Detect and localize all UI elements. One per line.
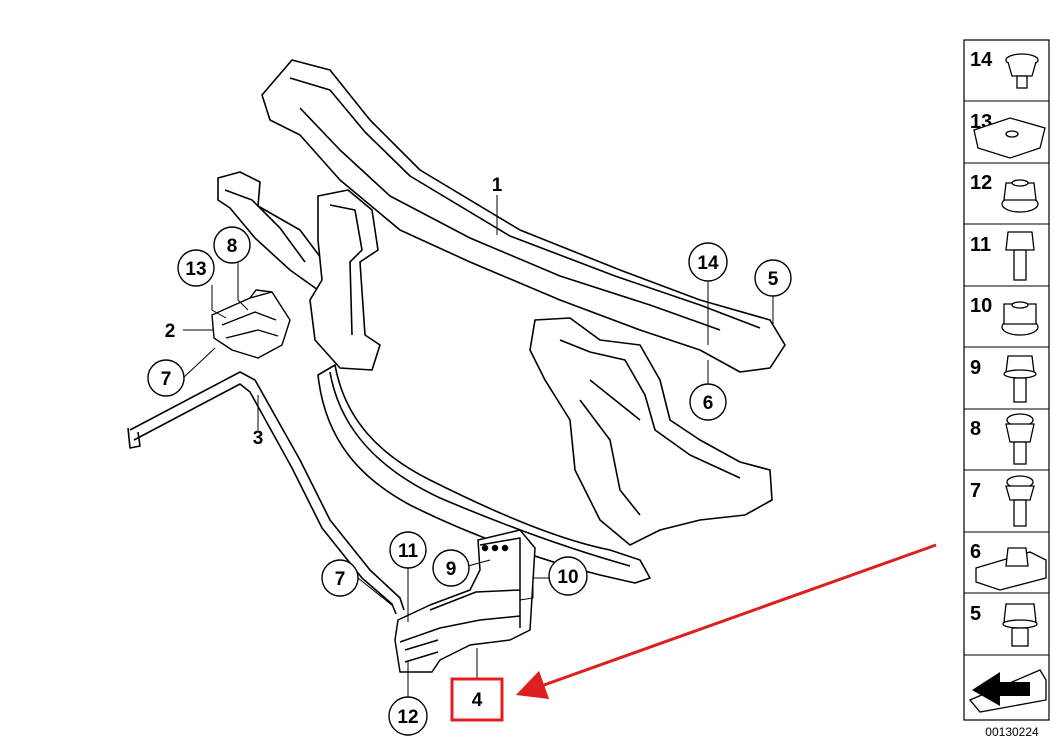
part-num-6: 6 <box>970 541 981 563</box>
svg-text:3: 3 <box>253 428 264 449</box>
svg-text:9: 9 <box>446 559 457 580</box>
callout-14: 14 <box>688 242 728 282</box>
u-nut-icon <box>975 547 1047 591</box>
callout-8: 8 <box>213 226 251 264</box>
part-num-12: 12 <box>970 172 992 194</box>
collar-bolt-icon <box>1002 603 1038 647</box>
torx-bolt-icon <box>1005 413 1035 465</box>
hex-bolt-icon <box>1005 231 1035 281</box>
part-2-bracket <box>211 289 291 359</box>
callout-leader-lines <box>182 195 774 698</box>
svg-text:13: 13 <box>185 259 206 280</box>
svg-text:6: 6 <box>703 393 714 414</box>
callout-2: 2 <box>165 321 176 342</box>
part-num-11: 11 <box>970 234 991 256</box>
callout-6: 6 <box>689 383 727 421</box>
svg-text:11: 11 <box>398 541 419 562</box>
part-num-5: 5 <box>970 603 981 625</box>
part-num-9: 9 <box>970 357 981 379</box>
clip-nut-icon <box>973 117 1046 159</box>
part-num-10: 10 <box>970 295 992 317</box>
part-num-7: 7 <box>970 480 981 502</box>
callout-7-left: 7 <box>147 359 185 397</box>
svg-text:12: 12 <box>397 707 418 728</box>
svg-text:7: 7 <box>161 369 172 390</box>
part-num-8: 8 <box>970 418 981 440</box>
svg-text:5: 5 <box>768 269 779 290</box>
svg-text:4: 4 <box>472 690 483 711</box>
callout-10: 10 <box>548 556 588 596</box>
callout-11: 11 <box>389 531 427 569</box>
svg-text:7: 7 <box>335 569 346 590</box>
callout-7-bottom: 7 <box>321 559 359 597</box>
svg-text:14: 14 <box>697 253 719 274</box>
shim-arrow-icon <box>968 669 1047 713</box>
svg-text:2: 2 <box>165 321 176 342</box>
part-3-strut <box>127 371 405 615</box>
flange-bolt-icon <box>1003 355 1037 403</box>
callout-5: 5 <box>754 259 792 297</box>
part-4-bracket <box>394 529 536 673</box>
svg-text:1: 1 <box>492 175 503 196</box>
svg-text:8: 8 <box>227 236 238 257</box>
callout-12: 12 <box>388 696 428 736</box>
callout-13: 13 <box>177 249 215 287</box>
hex-flange-nut-icon <box>1001 179 1039 213</box>
callout-3: 3 <box>253 428 264 449</box>
highlight-arrow <box>515 543 937 700</box>
hex-nut-icon <box>1001 301 1039 336</box>
expanding-rivet-icon <box>1005 53 1039 89</box>
callout-4-highlight: 4 <box>450 677 504 722</box>
parts-column-numbers: 14 13 12 11 10 9 8 7 6 5 <box>970 49 993 625</box>
radiator-support-frame <box>217 59 786 584</box>
torx-screw-icon <box>1005 475 1035 527</box>
callout-1: 1 <box>492 175 503 196</box>
callout-9: 9 <box>432 549 470 587</box>
svg-text:10: 10 <box>557 567 578 588</box>
document-number: 00130224 <box>985 725 1039 739</box>
part-num-14: 14 <box>970 49 993 71</box>
